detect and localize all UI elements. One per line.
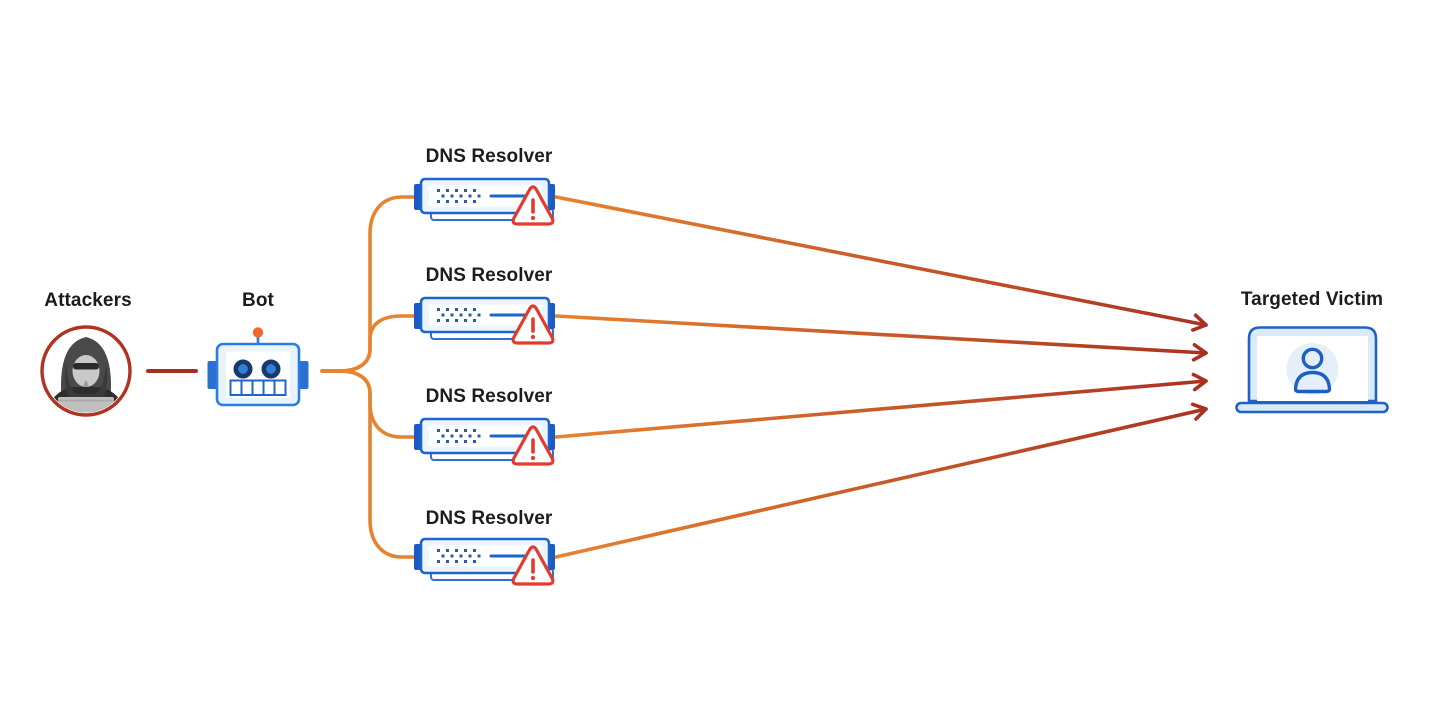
fork-branch-4: [320, 369, 421, 559]
dns-server-icon: [412, 296, 557, 345]
laptop-icon: [1235, 326, 1389, 414]
bot-label: Bot: [242, 290, 274, 311]
bot-eyes: [233, 359, 281, 379]
attacker-icon: [40, 325, 132, 417]
dns-server-icon: [412, 417, 557, 466]
edge-resolver-3-to-victim: [554, 372, 1208, 439]
bot-right-ear: [298, 361, 309, 389]
dns-server-icon: [412, 537, 557, 586]
dns-server-icon: [412, 177, 557, 226]
hacker-sunglasses: [73, 363, 99, 370]
hacker-laptop: [58, 397, 114, 413]
attackers-label: Attackers: [44, 290, 132, 311]
dns-resolver-label: DNS Resolver: [425, 146, 553, 167]
bot-left-ear: [207, 361, 218, 389]
bot-mouth: [229, 379, 287, 396]
dns-resolver-label: DNS Resolver: [425, 508, 553, 529]
user-icon: [1293, 347, 1332, 394]
edge-resolver-4-to-victim: [554, 402, 1208, 559]
bot-icon: [207, 327, 309, 407]
edge-resolver-2-to-victim: [554, 314, 1208, 362]
fork-branch-2: [320, 314, 421, 373]
dns-resolver-label: DNS Resolver: [425, 386, 553, 407]
bot-antenna-dot: [252, 327, 264, 338]
edge-resolver-1-to-victim: [554, 195, 1208, 332]
dns-resolver-label: DNS Resolver: [425, 265, 553, 286]
laptop-base: [1235, 401, 1389, 414]
edges-resolvers-to-victim: [554, 195, 1208, 559]
edge-bot-to-resolvers: [320, 195, 421, 559]
targeted-victim-label: Targeted Victim: [1240, 289, 1384, 310]
